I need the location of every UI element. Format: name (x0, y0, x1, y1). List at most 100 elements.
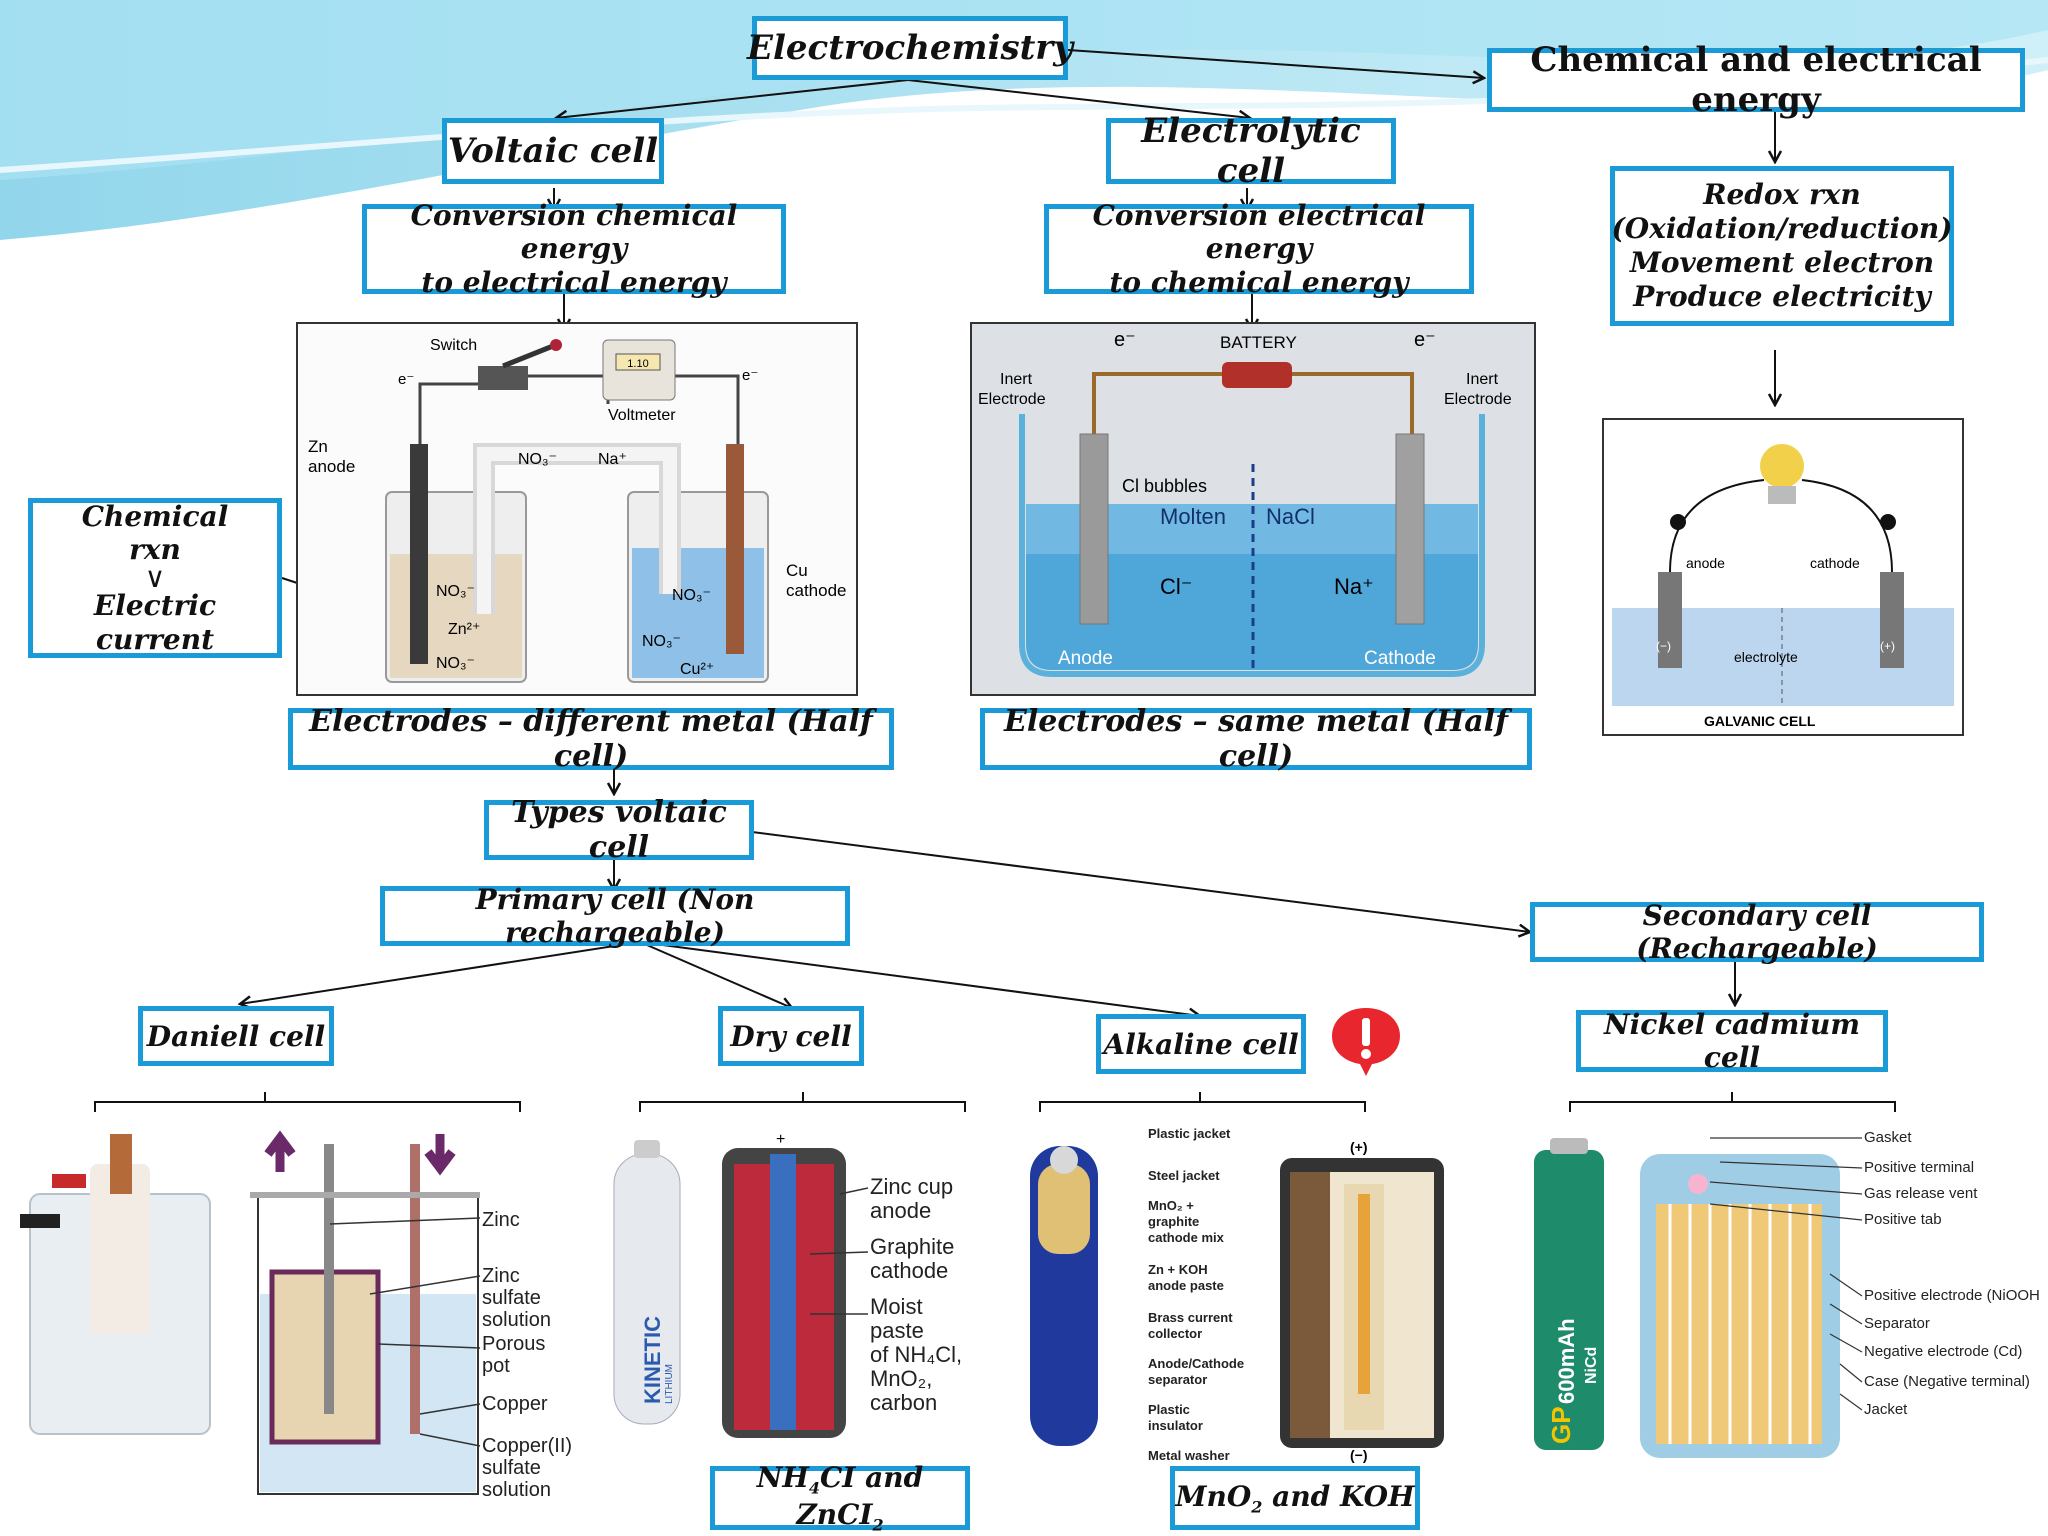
electrolytic-cell-label: Electrolytic cell (1141, 111, 1361, 191)
negative-electrode-label: Negative electrode (Cd) (1864, 1343, 2022, 1360)
mno2-label-2: graphite (1148, 1214, 1199, 1229)
daniell-cell-label: Daniell cell (146, 1019, 326, 1053)
dry-cell-label: Dry cell (730, 1019, 852, 1053)
dry-electrolyte-part-1: NH (756, 1461, 809, 1495)
chemical-rxn-line-1: Chemical (81, 499, 229, 533)
anode-label: Anode (1058, 648, 1113, 669)
zinc-sulfate-label-1: Zinc (482, 1265, 520, 1287)
chemical-rxn-line-3: Electric current (93, 589, 217, 656)
electrolytic-cell-drawing: BATTERY Inert Electrode Inert Electrode … (972, 324, 1534, 694)
electrochemistry-node: Electrochemistry (747, 16, 1073, 80)
inert-left-label-1: Inert (1000, 371, 1033, 388)
electrodes-same-label: Electrodes – same metal (Half cell) (1004, 704, 1508, 774)
dry-battery-brand: KINETIC (640, 1316, 665, 1404)
types-voltaic-node: Types voltaic cell (484, 795, 754, 865)
anode-label: anode (308, 457, 355, 476)
graphite-label-1: Graphite (870, 1234, 954, 1259)
primary-cell-label: Primary cell (Non rechargeable) (475, 883, 755, 949)
types-voltaic-label: Types voltaic cell (511, 795, 727, 865)
alkaline-cell-figure: (+) (−) Plastic jacket Steel jacket MnO₂… (1028, 1124, 1452, 1464)
molten-label: Molten (1160, 504, 1226, 529)
alkaline-plus-label: (+) (1350, 1139, 1368, 1155)
secondary-cell-node: Secondary cell (Rechargeable) (1530, 899, 1984, 965)
moist-paste-label-4: MnO₂, (870, 1366, 932, 1391)
moist-paste-label-2: paste (870, 1318, 924, 1343)
voltaic-cell-figure: 1.10 Switch Voltmeter Zn anode Cu cathod… (296, 322, 858, 696)
nitrate-right-2-label: NO₃⁻ (642, 633, 681, 650)
alkaline-electrolyte-node: MnO2 and KOH (1170, 1466, 1420, 1530)
positive-tab-label: Positive tab (1864, 1211, 1942, 1228)
inert-right-label-2: Electrode (1444, 391, 1512, 408)
voltaic-cell-drawing: 1.10 Switch Voltmeter Zn anode Cu cathod… (298, 324, 856, 694)
nicd-battery-type: NiCd (1583, 1347, 1600, 1384)
zn-koh-label-2: anode paste (1148, 1278, 1224, 1293)
brass-label-2: collector (1148, 1326, 1202, 1341)
copper-label: Copper (482, 1393, 548, 1415)
porous-pot-label-2: pot (482, 1355, 510, 1377)
dry-plus-label: + (776, 1131, 785, 1148)
primary-cell-node: Primary cell (Non rechargeable) (380, 883, 850, 949)
voltaic-cell-node: Voltaic cell (442, 118, 664, 184)
mno2-label-3: cathode mix (1148, 1230, 1225, 1245)
dry-battery-type: LITHIUM (664, 1364, 675, 1404)
galvanic-caption: GALVANIC CELL (1704, 713, 1816, 729)
electrolytic-cell-node: Electrolytic cell (1106, 111, 1396, 191)
daniell-cell-drawing: Zinc Zinc sulfate solution Porous pot Co… (20, 1124, 582, 1504)
redox-line-2: (Oxidation/reduction) (1611, 211, 1953, 245)
zn-koh-label-1: Zn + KOH (1148, 1262, 1208, 1277)
nitrate-left-2-label: NO₃⁻ (436, 655, 475, 672)
galvanic-cell-figure: anode cathode electrolyte (−) (+) GALVAN… (1602, 418, 1964, 736)
moist-paste-label-3: of NH₄Cl, (870, 1342, 962, 1367)
electron-right-label: e⁻ (1414, 329, 1436, 351)
exclamation-alert-icon (1332, 1008, 1400, 1076)
chemical-electrical-energy-label: Chemical and electrical energy (1530, 40, 1982, 120)
nacl-label: NaCl (1266, 504, 1315, 529)
moist-paste-label-1: Moist (870, 1294, 923, 1319)
switch-label: Switch (430, 337, 477, 354)
alkaline-electrolyte-sub-1: 2 (1251, 1497, 1263, 1517)
jacket-label: Jacket (1864, 1401, 1908, 1418)
nickel-cadmium-figure: GP 600mAh NiCd Gasket Positive terminal … (1530, 1124, 2040, 1474)
positive-terminal-label: Positive terminal (1864, 1159, 1974, 1176)
electron-left-label: e⁻ (398, 371, 414, 388)
cathode-label: Cathode (1364, 648, 1436, 669)
electrolyte-label: electrolyte (1734, 649, 1798, 665)
sodium-bridge-label: Na⁺ (598, 451, 627, 468)
dry-electrolyte-part-2: CI and ZnCI (796, 1461, 924, 1531)
zn-label: Zn (308, 437, 328, 456)
moist-paste-label-5: carbon (870, 1390, 937, 1415)
separator-label: Separator (1864, 1315, 1930, 1332)
nickel-cadmium-node: Nickel cadmium cell (1576, 1008, 1888, 1074)
redox-line-1: Redox rxn (1703, 177, 1861, 211)
cathode-label: cathode (786, 581, 847, 600)
daniell-cell-figure: Zinc Zinc sulfate solution Porous pot Co… (10, 1124, 582, 1504)
alkaline-electrolyte-part-1: MnO (1175, 1479, 1252, 1513)
alkaline-minus-label: (−) (1350, 1447, 1368, 1463)
gas-release-vent-label: Gas release vent (1864, 1185, 1978, 1202)
nickel-cadmium-drawing: GP 600mAh NiCd Gasket Positive terminal … (1534, 1129, 2040, 1458)
cl-bubbles-label: Cl bubbles (1122, 476, 1207, 496)
alkaline-cell-drawing: (+) (−) Plastic jacket Steel jacket MnO₂… (1030, 1126, 1444, 1463)
mno2-label-1: MnO₂ + (1148, 1198, 1194, 1213)
dry-cell-figure: KINETIC LITHIUM + Zinc cup anode Graphit… (610, 1124, 970, 1454)
nitrate-bridge-label: NO₃⁻ (518, 451, 557, 468)
zinc-cup-label-2: anode (870, 1198, 931, 1223)
zinc-sulfate-label-2: sulfate (482, 1287, 541, 1309)
electrolytic-cell-figure: BATTERY Inert Electrode Inert Electrode … (970, 322, 1536, 696)
plastic-jacket-label: Plastic jacket (1148, 1126, 1231, 1141)
zinc-cup-label-1: Zinc cup (870, 1174, 953, 1199)
redox-node: Redox rxn (Oxidation/reduction) Movement… (1610, 166, 1954, 326)
nickel-cadmium-label: Nickel cadmium cell (1604, 1008, 1860, 1074)
electrolytic-description-node: Conversion electrical energy to chemical… (1044, 199, 1474, 299)
zinc-label: Zinc (482, 1209, 520, 1231)
inert-left-label-2: Electrode (978, 391, 1046, 408)
electrodes-different-label: Electrodes – different metal (Half cell) (309, 704, 873, 774)
voltaic-description-node: Conversion chemical energy to electrical… (362, 199, 786, 299)
dry-electrolyte-label: NH4CI and ZnCI2 (715, 1461, 965, 1534)
down-arrow-icon: ∨ (144, 560, 166, 594)
dry-electrolyte-sub-1: 4 (808, 1479, 820, 1498)
chemical-electrical-energy-node: Chemical and electrical energy (1487, 40, 2025, 120)
secondary-cell-label: Secondary cell (Rechargeable) (1636, 899, 1878, 965)
chemical-rxn-node: Chemical rxn ∨ Electric current (28, 498, 282, 658)
alkaline-cell-label: Alkaline cell (1103, 1027, 1299, 1061)
